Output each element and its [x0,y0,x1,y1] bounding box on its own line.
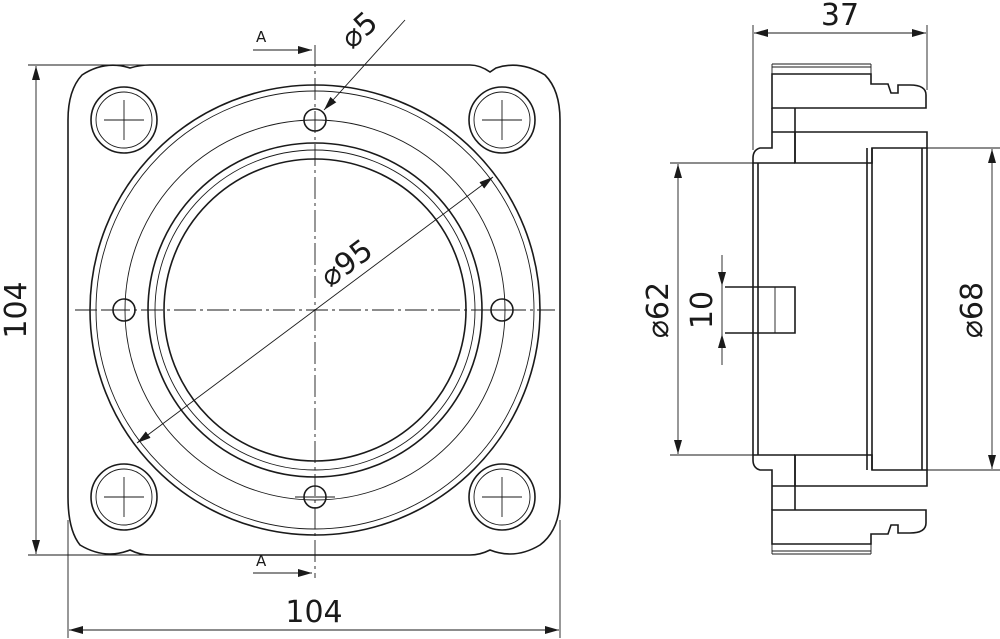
flange-outline [67,64,561,556]
dim-bore: ⌀62 [641,282,676,338]
hole-leader [323,19,406,111]
section-label-bottom: A [256,552,267,570]
corner-holes [90,86,536,531]
dim-height: 104 [0,281,34,338]
pcd-dimension-line [136,176,494,444]
front-view: A A 104 104 ⌀5 ⌀95 [0,5,561,638]
dim-slot: 10 [685,291,720,329]
section-label-top: A [256,28,267,46]
dim-hole: ⌀5 [334,5,385,56]
dim-pcd: ⌀95 [314,233,380,295]
slot [725,286,796,334]
dim-length: 37 [821,0,859,33]
small-holes [104,108,514,509]
section-view: 37 ⌀62 ⌀68 10 [641,0,1000,555]
dim-outer: ⌀68 [955,282,990,338]
dim-width: 104 [285,595,342,630]
